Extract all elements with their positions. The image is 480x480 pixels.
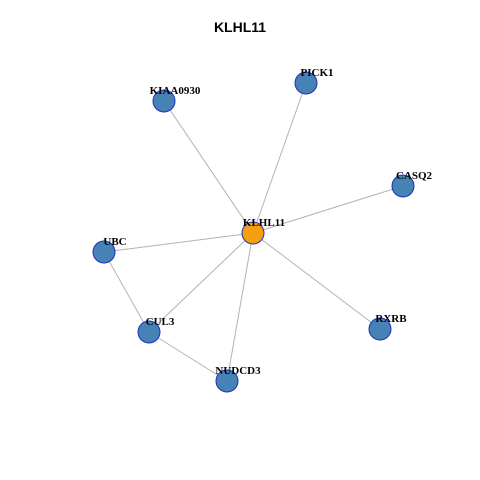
edge-layer xyxy=(103,82,404,382)
diagram-title: KLHL11 xyxy=(213,19,267,35)
node-label-cul3: CUL3 xyxy=(146,316,175,328)
edge-klhl11-pick1 xyxy=(252,82,307,234)
node-rxrb[interactable] xyxy=(368,317,392,341)
edge-klhl11-nudcd3 xyxy=(226,232,254,382)
node-label-pick1: PICK1 xyxy=(301,67,334,79)
edge-klhl11-kiaa0930 xyxy=(163,100,254,234)
node-label-ubc: UBC xyxy=(103,236,126,248)
node-klhl11[interactable] xyxy=(241,221,265,245)
edge-klhl11-rxrb xyxy=(252,232,381,330)
node-label-rxrb: RXRB xyxy=(375,313,407,325)
node-kiaa0930[interactable] xyxy=(152,89,176,113)
edge-klhl11-casq2 xyxy=(252,185,404,234)
edge-ubc-cul3 xyxy=(103,251,150,333)
node-casq2[interactable] xyxy=(391,174,415,198)
node-layer xyxy=(92,71,415,393)
node-label-kiaa0930: KIAA0930 xyxy=(150,85,201,97)
edge-cul3-nudcd3 xyxy=(148,331,228,382)
edge-klhl11-cul3 xyxy=(148,232,254,333)
node-label-casq2: CASQ2 xyxy=(396,170,433,182)
node-cul3[interactable] xyxy=(137,320,161,344)
node-ubc[interactable] xyxy=(92,240,116,264)
edge-klhl11-ubc xyxy=(103,232,254,253)
node-nudcd3[interactable] xyxy=(215,369,239,393)
node-label-nudcd3: NUDCD3 xyxy=(215,365,261,377)
node-pick1[interactable] xyxy=(294,71,318,95)
node-label-klhl11: KLHL11 xyxy=(243,217,285,229)
